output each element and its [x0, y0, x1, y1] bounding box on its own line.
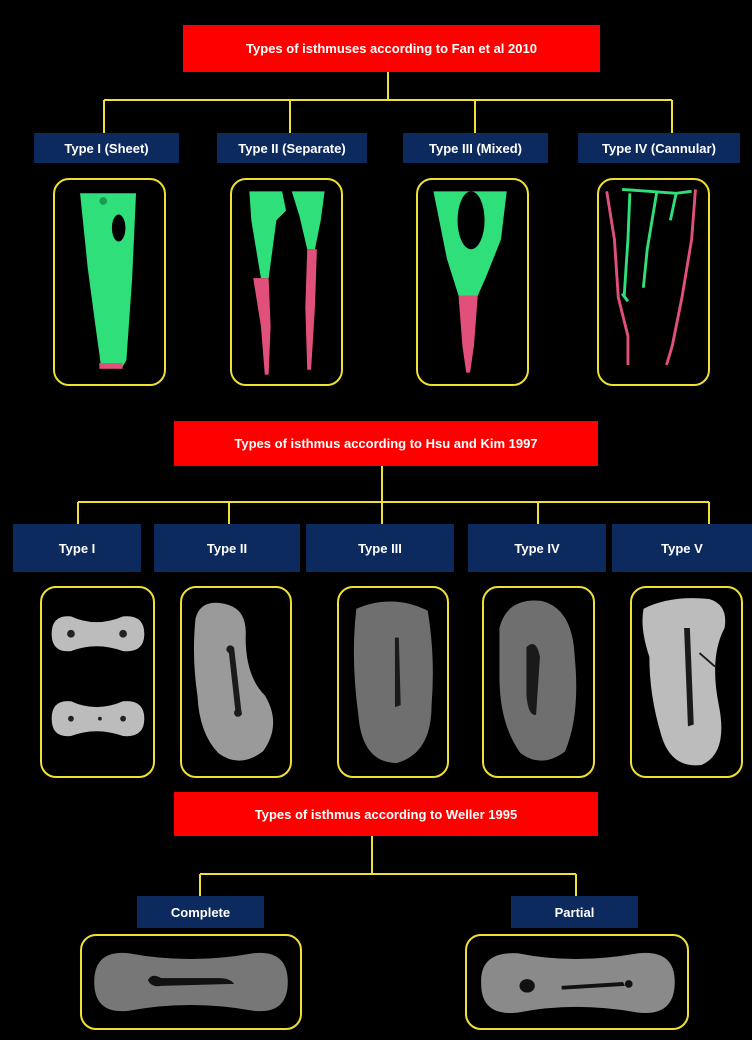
- weller-complete-label: Complete: [137, 896, 264, 928]
- hsu-type-2-crosssection: [182, 588, 290, 776]
- fan-type-3-label: Type III (Mixed): [403, 133, 548, 163]
- cannular-isthmus-render: [599, 180, 708, 384]
- fan-type-2-label: Type II (Separate): [217, 133, 367, 163]
- sheet-isthmus-render: [55, 180, 164, 384]
- fan-type-4-label: Type IV (Cannular): [578, 133, 740, 163]
- hsu-type-2-image: [180, 586, 292, 778]
- hsu-type-4-label: Type IV: [468, 524, 606, 572]
- hsu-type-3-label: Type III: [306, 524, 454, 572]
- hsu-type-2-label: Type II: [154, 524, 300, 572]
- weller-partial-crosssection: [467, 936, 687, 1028]
- hsu-type-4-crosssection: [484, 588, 593, 776]
- weller-title: Types of isthmus according to Weller 199…: [174, 792, 598, 836]
- hsu-type-4-image: [482, 586, 595, 778]
- hsu-type-5-crosssection: [632, 588, 741, 776]
- mixed-isthmus-render: [418, 180, 527, 384]
- hsu-type-1-label: Type I: [13, 524, 141, 572]
- hsu-title: Types of isthmus according to Hsu and Ki…: [174, 421, 598, 466]
- hsu-type-1-image: [40, 586, 155, 778]
- hsu-type-3-image: [337, 586, 449, 778]
- weller-complete-crosssection: [82, 936, 300, 1028]
- hsu-type-5-label: Type V: [612, 524, 752, 572]
- separate-isthmus-render: [232, 180, 341, 384]
- fan-type-2-image: [230, 178, 343, 386]
- fan-title: Types of isthmuses according to Fan et a…: [183, 25, 600, 72]
- fan-type-1-image: [53, 178, 166, 386]
- fan-type-1-label: Type I (Sheet): [34, 133, 179, 163]
- weller-partial-label: Partial: [511, 896, 638, 928]
- fan-type-4-image: [597, 178, 710, 386]
- hsu-type-3-crosssection: [339, 588, 447, 776]
- fan-type-3-image: [416, 178, 529, 386]
- weller-partial-image: [465, 934, 689, 1030]
- hsu-type-1-crosssections: [42, 588, 153, 776]
- hsu-type-5-image: [630, 586, 743, 778]
- weller-complete-image: [80, 934, 302, 1030]
